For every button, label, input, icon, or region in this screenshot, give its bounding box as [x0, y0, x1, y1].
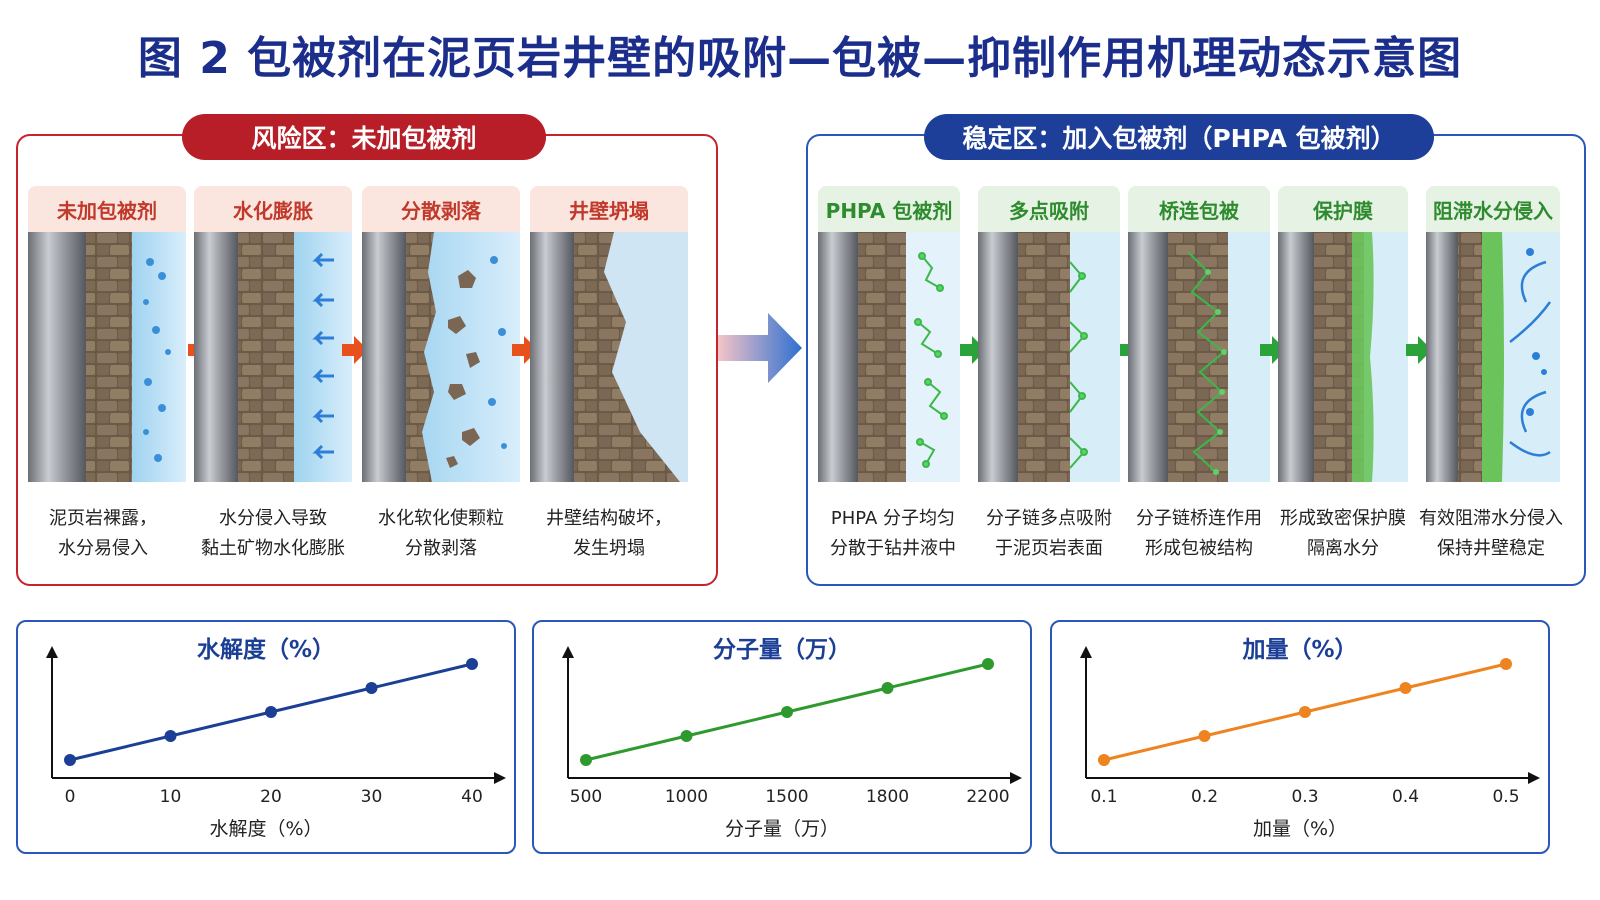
stable-zone-panel: 稳定区：加入包被剂（PHPA 包被剂） PHPA 包被剂 多点吸附: [806, 114, 1586, 586]
x-tick-label: 30: [361, 787, 383, 807]
x-tick-label: 0.1: [1090, 787, 1117, 807]
risk-stage-no-coating: 未加包被剂: [28, 186, 186, 486]
data-point: [881, 682, 894, 694]
risk-stage-spalling: 分散剥落: [362, 186, 520, 486]
protective-film-illustration: [1278, 232, 1408, 482]
stage-description: 水分侵入导致黏土矿物水化膨胀: [201, 508, 345, 559]
x-tick-label: 2200: [966, 787, 1009, 807]
x-tick-label: 500: [570, 787, 602, 807]
stage-description: 分子链多点吸附于泥页岩表面: [986, 508, 1112, 559]
chart-title: 分子量（万）: [713, 637, 851, 663]
multipoint-adsorption-illustration: [978, 232, 1120, 482]
x-tick-label: 20: [260, 787, 282, 807]
x-tick-label: 1800: [866, 787, 909, 807]
dosage-chart: 加量（%） 0.1 0.2 0.3 0.4 0.5 加量（%）: [1050, 620, 1550, 854]
dispersion-spalling-illustration: [362, 232, 520, 482]
stage-description: 水化软化使颗粒分散剥落: [378, 508, 504, 559]
x-axis-label: 加量（%）: [1252, 818, 1348, 840]
stage-label: 多点吸附: [978, 186, 1120, 232]
stage-label: 水化膨胀: [194, 186, 352, 232]
stage-description: 井壁结构破坏，发生坍塌: [546, 508, 672, 559]
x-tick-label: 0.5: [1492, 787, 1519, 807]
chart-plot: 0.1 0.2 0.3 0.4 0.5: [1080, 646, 1540, 807]
phpa-dispersed-illustration: [818, 232, 960, 482]
hydration-swelling-illustration: [194, 232, 352, 482]
hydrolysis-degree-chart: 水解度（%） 0 10 20 30 40 水解度（%）: [16, 620, 516, 854]
data-point: [1500, 658, 1512, 670]
x-tick-label: 1000: [665, 787, 708, 807]
x-tick-label: 0.3: [1291, 787, 1318, 807]
stable-stage-adsorption: 多点吸附: [978, 186, 1120, 486]
x-axis-label: 水解度（%）: [209, 818, 323, 840]
chart-title: 水解度（%）: [196, 637, 336, 663]
chart-title: 加量（%）: [1242, 637, 1358, 663]
data-point: [265, 706, 277, 718]
stage-description: 分子链桥连作用形成包被结构: [1136, 508, 1262, 559]
y-axis-arrow-icon: [1080, 646, 1092, 658]
process-arrow-icon: [1406, 336, 1432, 364]
risk-stage-swelling: 水化膨胀: [194, 186, 352, 486]
y-axis-arrow-icon: [562, 646, 574, 658]
y-axis-arrow-icon: [46, 646, 58, 658]
stage-label: 桥连包被: [1128, 186, 1270, 232]
data-point: [1098, 754, 1110, 766]
stable-stage-water-blocking: 阻滞水分侵入: [1426, 186, 1560, 486]
stable-stage-bridging: 桥连包被: [1128, 186, 1270, 486]
data-point: [781, 706, 793, 718]
data-point: [466, 658, 478, 670]
molecular-weight-chart: 分子量（万） 500 1000 1500 1800 2200 分子量（万）: [532, 620, 1032, 854]
stable-stage-protective-film: 保护膜: [1278, 186, 1408, 486]
stage-description: PHPA 分子均匀分散于钻井液中: [830, 508, 956, 559]
process-arrow-icon: [342, 336, 368, 364]
risk-zone-banner: 风险区：未加包被剂: [182, 114, 546, 160]
process-arrow-icon: [512, 336, 538, 364]
stable-zone-banner: 稳定区：加入包被剂（PHPA 包被剂）: [924, 114, 1434, 160]
stage-description: 泥页岩裸露，水分易侵入: [49, 508, 157, 559]
data-point: [580, 754, 592, 766]
stage-label: 保护膜: [1278, 186, 1408, 232]
stage-label: 阻滞水分侵入: [1426, 186, 1560, 232]
chart-plot: 500 1000 1500 1800 2200: [562, 646, 1022, 807]
x-tick-label: 0.2: [1191, 787, 1218, 807]
figure-title: 图 2 包被剂在泥页岩井壁的吸附—包被—抑制作用机理动态示意图: [137, 33, 1463, 84]
data-point: [680, 730, 693, 742]
risk-zone-panel: 风险区：未加包被剂 未加包被剂 水化膨胀: [16, 114, 718, 586]
stage-label: 未加包被剂: [28, 186, 186, 232]
x-axis-arrow-icon: [1528, 772, 1540, 784]
stage-description: 形成致密保护膜隔离水分: [1280, 508, 1406, 559]
water-blocking-illustration: [1426, 232, 1560, 482]
process-arrow-icon: [1260, 336, 1286, 364]
x-tick-label: 10: [160, 787, 182, 807]
data-point: [365, 682, 378, 694]
data-point: [1198, 730, 1211, 742]
stage-label: PHPA 包被剂: [818, 186, 960, 232]
chart-plot: 0 10 20 30 40: [46, 646, 506, 807]
x-axis-arrow-icon: [1010, 772, 1022, 784]
wall-collapse-illustration: [530, 232, 688, 482]
x-tick-label: 0: [65, 787, 76, 807]
data-point: [982, 658, 994, 670]
data-point: [164, 730, 177, 742]
x-tick-label: 40: [461, 787, 483, 807]
risk-stage-collapse: 井壁坍塌: [530, 186, 688, 486]
x-tick-label: 0.4: [1392, 787, 1419, 807]
data-point: [64, 754, 76, 766]
process-arrow-icon: [960, 336, 986, 364]
stage-label: 井壁坍塌: [530, 186, 688, 232]
transition-arrow-icon: [718, 313, 802, 383]
x-tick-label: 1500: [765, 787, 808, 807]
x-axis-label: 分子量（万）: [724, 818, 839, 840]
stage-description: 有效阻滞水分侵入保持井壁稳定: [1419, 508, 1563, 559]
bridging-coating-illustration: [1128, 232, 1270, 482]
x-axis-arrow-icon: [494, 772, 506, 784]
data-point: [1399, 682, 1412, 694]
bare-shale-wall-illustration: [28, 232, 186, 482]
stable-stage-phpa: PHPA 包被剂: [818, 186, 960, 486]
data-point: [1299, 706, 1311, 718]
stage-label: 分散剥落: [362, 186, 520, 232]
